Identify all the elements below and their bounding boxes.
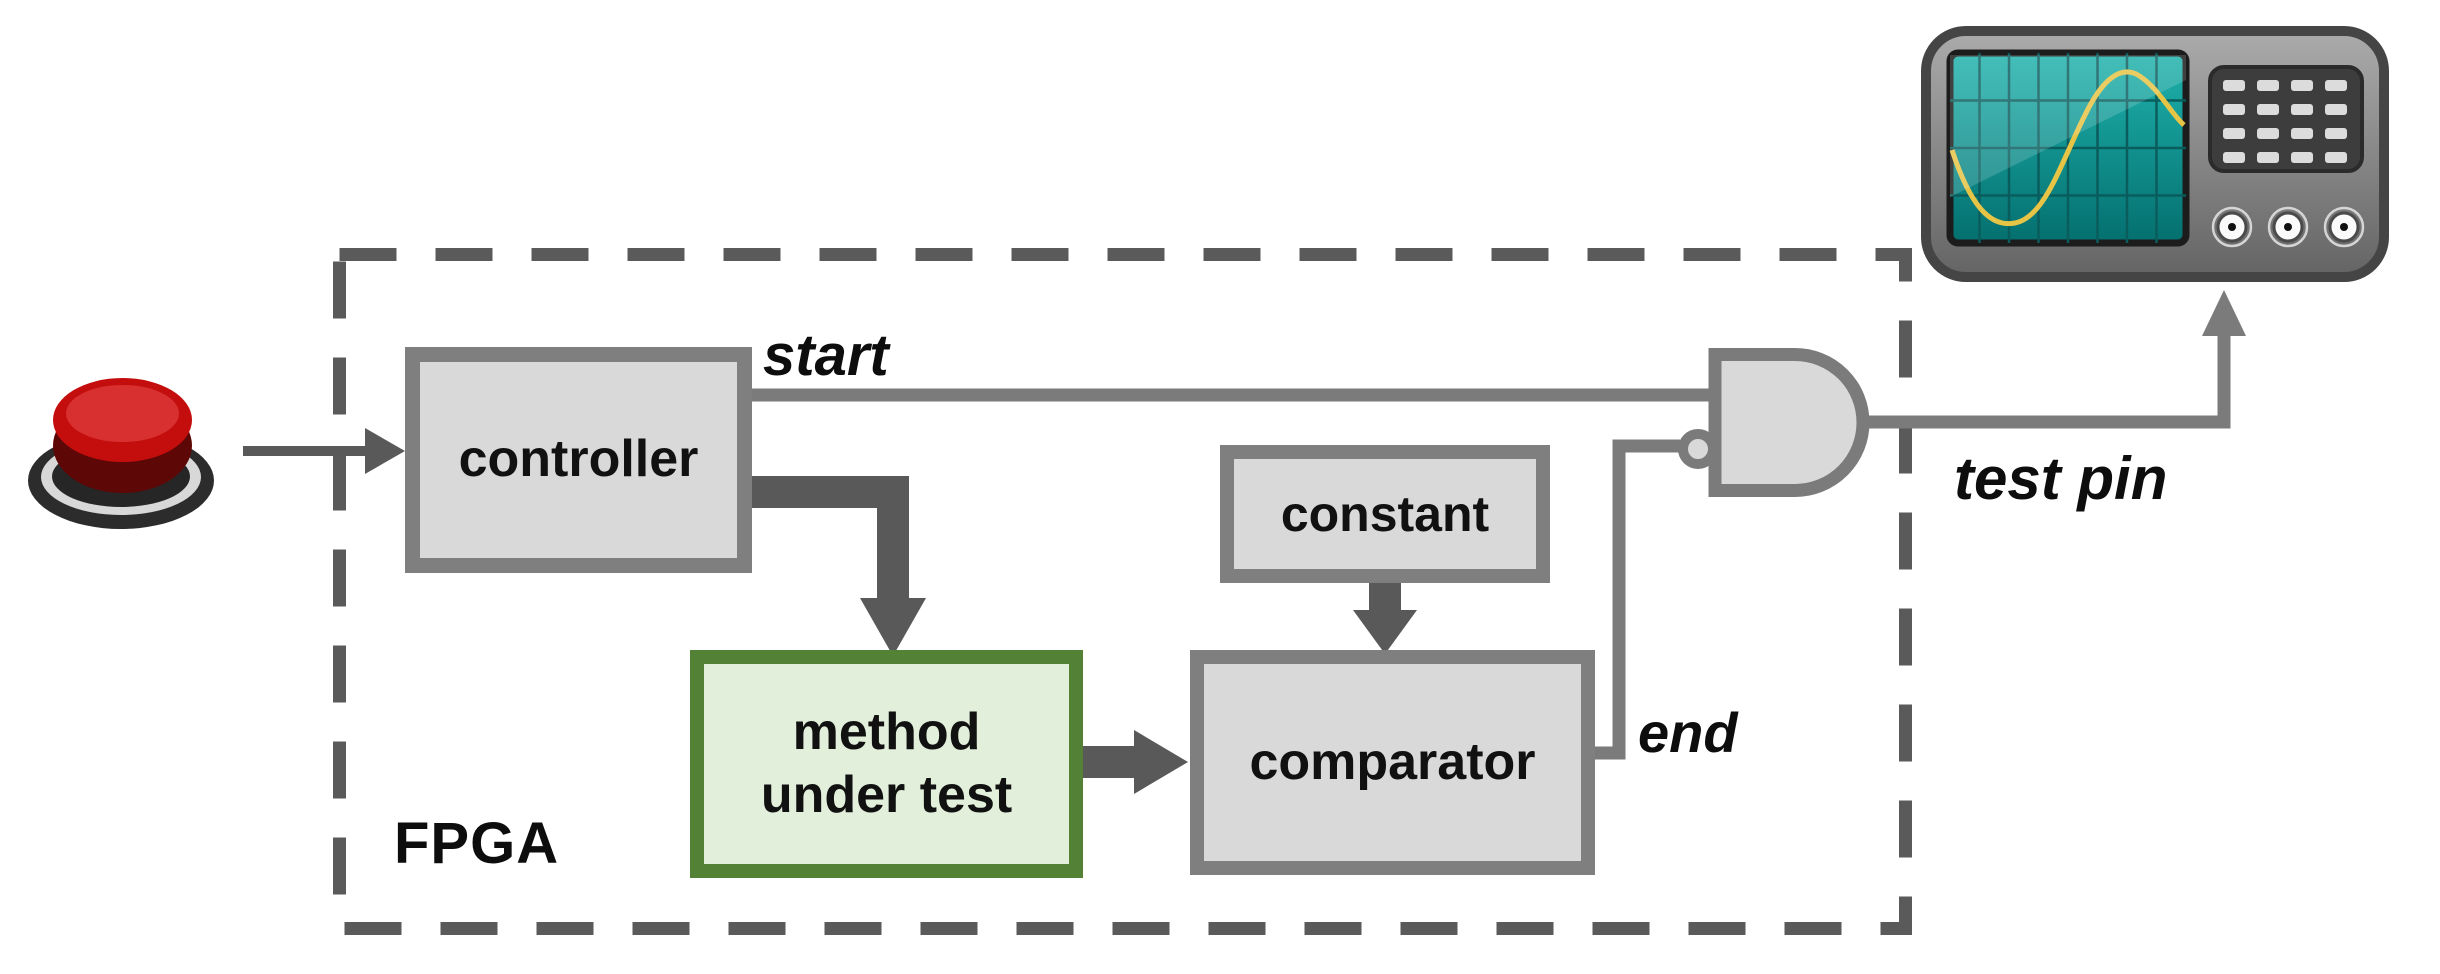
fpga-dashed-border xyxy=(333,248,1912,935)
gate-inverter-bubble xyxy=(1678,429,1718,469)
method-label-line1: method xyxy=(792,702,981,761)
controller-block: controller xyxy=(405,347,752,573)
oscilloscope-screen xyxy=(1946,49,2190,247)
comparator-label: comparator xyxy=(1249,732,1536,791)
method-label-line2: under test xyxy=(760,766,1013,824)
oscilloscope-knobs xyxy=(2211,206,2365,248)
push-button-icon xyxy=(25,372,220,534)
nand-gate-icon xyxy=(1678,348,1870,497)
constant-to-comparator-arrowhead xyxy=(1353,610,1417,654)
start-signal-label: start xyxy=(763,323,889,388)
comparator-block: comparator xyxy=(1190,650,1595,875)
controller-label: controller xyxy=(458,430,699,489)
method-under-test-block: method under test xyxy=(690,650,1083,878)
push-button-cap-highlight xyxy=(66,385,179,442)
fpga-label: FPGA xyxy=(394,811,560,876)
test-pin-signal-label: test pin xyxy=(1954,445,2168,512)
controller-to-method-wire xyxy=(752,476,909,602)
test-pin-arrowhead xyxy=(2202,290,2246,336)
end-signal-label: end xyxy=(1638,701,1738,764)
method-to-comparator-arrowhead xyxy=(1134,730,1188,794)
screen-gloss xyxy=(1950,55,2186,197)
oscilloscope-icon xyxy=(1921,26,2389,282)
constant-label: constant xyxy=(1280,485,1490,542)
oscilloscope-keypad xyxy=(2208,65,2364,173)
button-to-controller-arrowhead xyxy=(365,428,405,474)
controller-to-method-arrowhead xyxy=(860,598,926,656)
sine-trace xyxy=(1949,69,2186,227)
end-wire xyxy=(1595,439,1680,760)
gate-body xyxy=(1708,348,1870,497)
test-pin-wire xyxy=(1862,334,2231,429)
constant-block: constant xyxy=(1220,445,1550,583)
screen-grid xyxy=(1950,53,2186,243)
